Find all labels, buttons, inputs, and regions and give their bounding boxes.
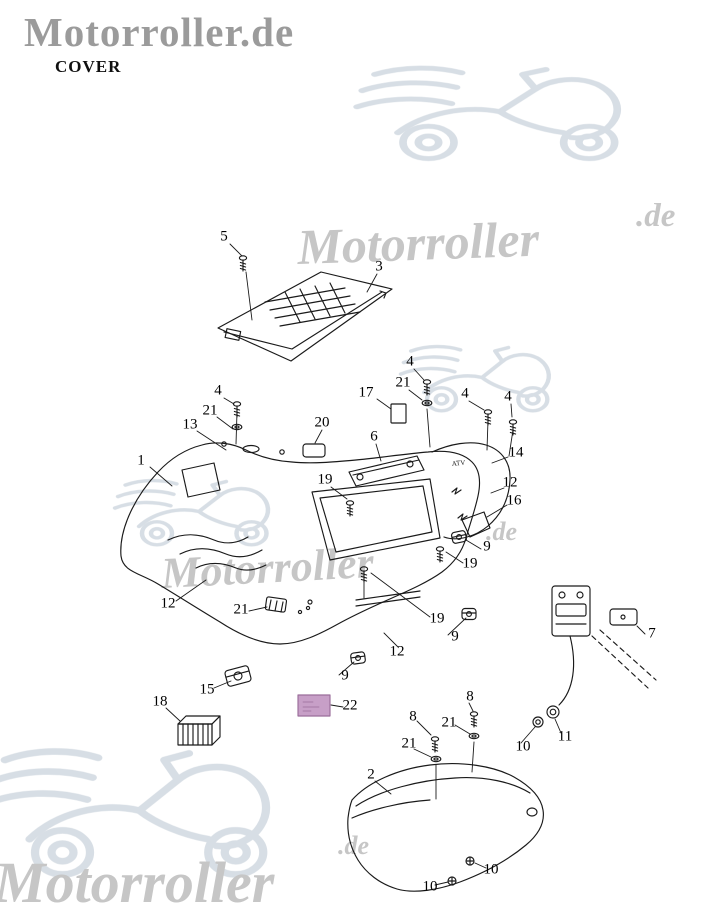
watermark-de-mid: .de	[486, 517, 517, 546]
assembly-lines	[235, 271, 514, 800]
part-clamp	[224, 665, 252, 687]
part-number-13: 13	[182, 416, 198, 433]
part-number-21: 21	[401, 735, 417, 752]
part-number-14: 14	[508, 444, 524, 461]
watermark-de-bottom: .de	[338, 831, 369, 860]
part-number-21: 21	[202, 402, 218, 419]
part-number-10: 10	[422, 878, 438, 895]
part-number-4: 4	[406, 353, 414, 370]
part-vent-grille	[264, 596, 288, 613]
part-right-panel: ATV	[431, 442, 511, 540]
part-number-12: 12	[160, 595, 176, 612]
page-title: COVER	[55, 57, 122, 76]
part-small-plate	[390, 403, 407, 424]
part-number-17: 17	[358, 384, 374, 401]
part-number-9: 9	[451, 628, 459, 645]
watermark-center: Motorroller	[295, 211, 540, 275]
part-number-10: 10	[515, 738, 531, 755]
part-small-pad	[302, 443, 326, 458]
part-number-8: 8	[466, 688, 474, 705]
part-number-9: 9	[341, 667, 349, 684]
part-number-6: 6	[370, 428, 378, 445]
diagram-line-art: ATV	[120, 243, 657, 892]
part-number-15: 15	[199, 681, 215, 698]
part-number-2: 2	[367, 766, 375, 783]
part-number-21: 21	[441, 714, 457, 731]
part-number-21: 21	[395, 374, 411, 391]
part-number-11: 11	[557, 728, 573, 745]
part-number-22: 22	[342, 697, 358, 714]
part-highlighted-label	[297, 694, 331, 717]
part-number-7: 7	[648, 625, 656, 642]
part-number-12: 12	[502, 474, 518, 491]
part-number-5: 5	[220, 228, 228, 245]
part-rear-fender	[347, 763, 544, 892]
leader-lines	[149, 243, 646, 886]
part-number-19: 19	[462, 555, 478, 572]
part-top-cover-plate	[217, 271, 393, 362]
part-number-10: 10	[483, 861, 499, 878]
part-number-4: 4	[461, 385, 469, 402]
part-number-20: 20	[314, 414, 330, 431]
watermark-text-group: Motorroller .de Motorroller .de Motorrol…	[0, 198, 675, 915]
watermark-bottom: Motorroller	[0, 850, 275, 915]
part-number-19: 19	[317, 471, 333, 488]
part-number-4: 4	[214, 382, 222, 399]
part-number-1: 1	[137, 452, 145, 469]
panel-logo-text: ATV	[451, 459, 465, 468]
part-number-19: 19	[429, 610, 445, 627]
part-front-body	[120, 441, 481, 645]
part-number-4: 4	[504, 388, 512, 405]
part-box	[177, 715, 221, 746]
part-number-21: 21	[233, 601, 249, 618]
part-bracket-assembly	[532, 585, 657, 728]
part-number-16: 16	[506, 492, 522, 509]
part-number-3: 3	[375, 258, 383, 275]
part-number-18: 18	[152, 693, 168, 710]
brand-logo: Motorroller.de	[24, 9, 295, 55]
part-number-12: 12	[389, 643, 405, 660]
part-number-8: 8	[409, 708, 417, 725]
part-hinge-bar	[348, 455, 425, 487]
part-number-9: 9	[483, 538, 491, 555]
watermark-de-top: .de	[636, 198, 675, 234]
